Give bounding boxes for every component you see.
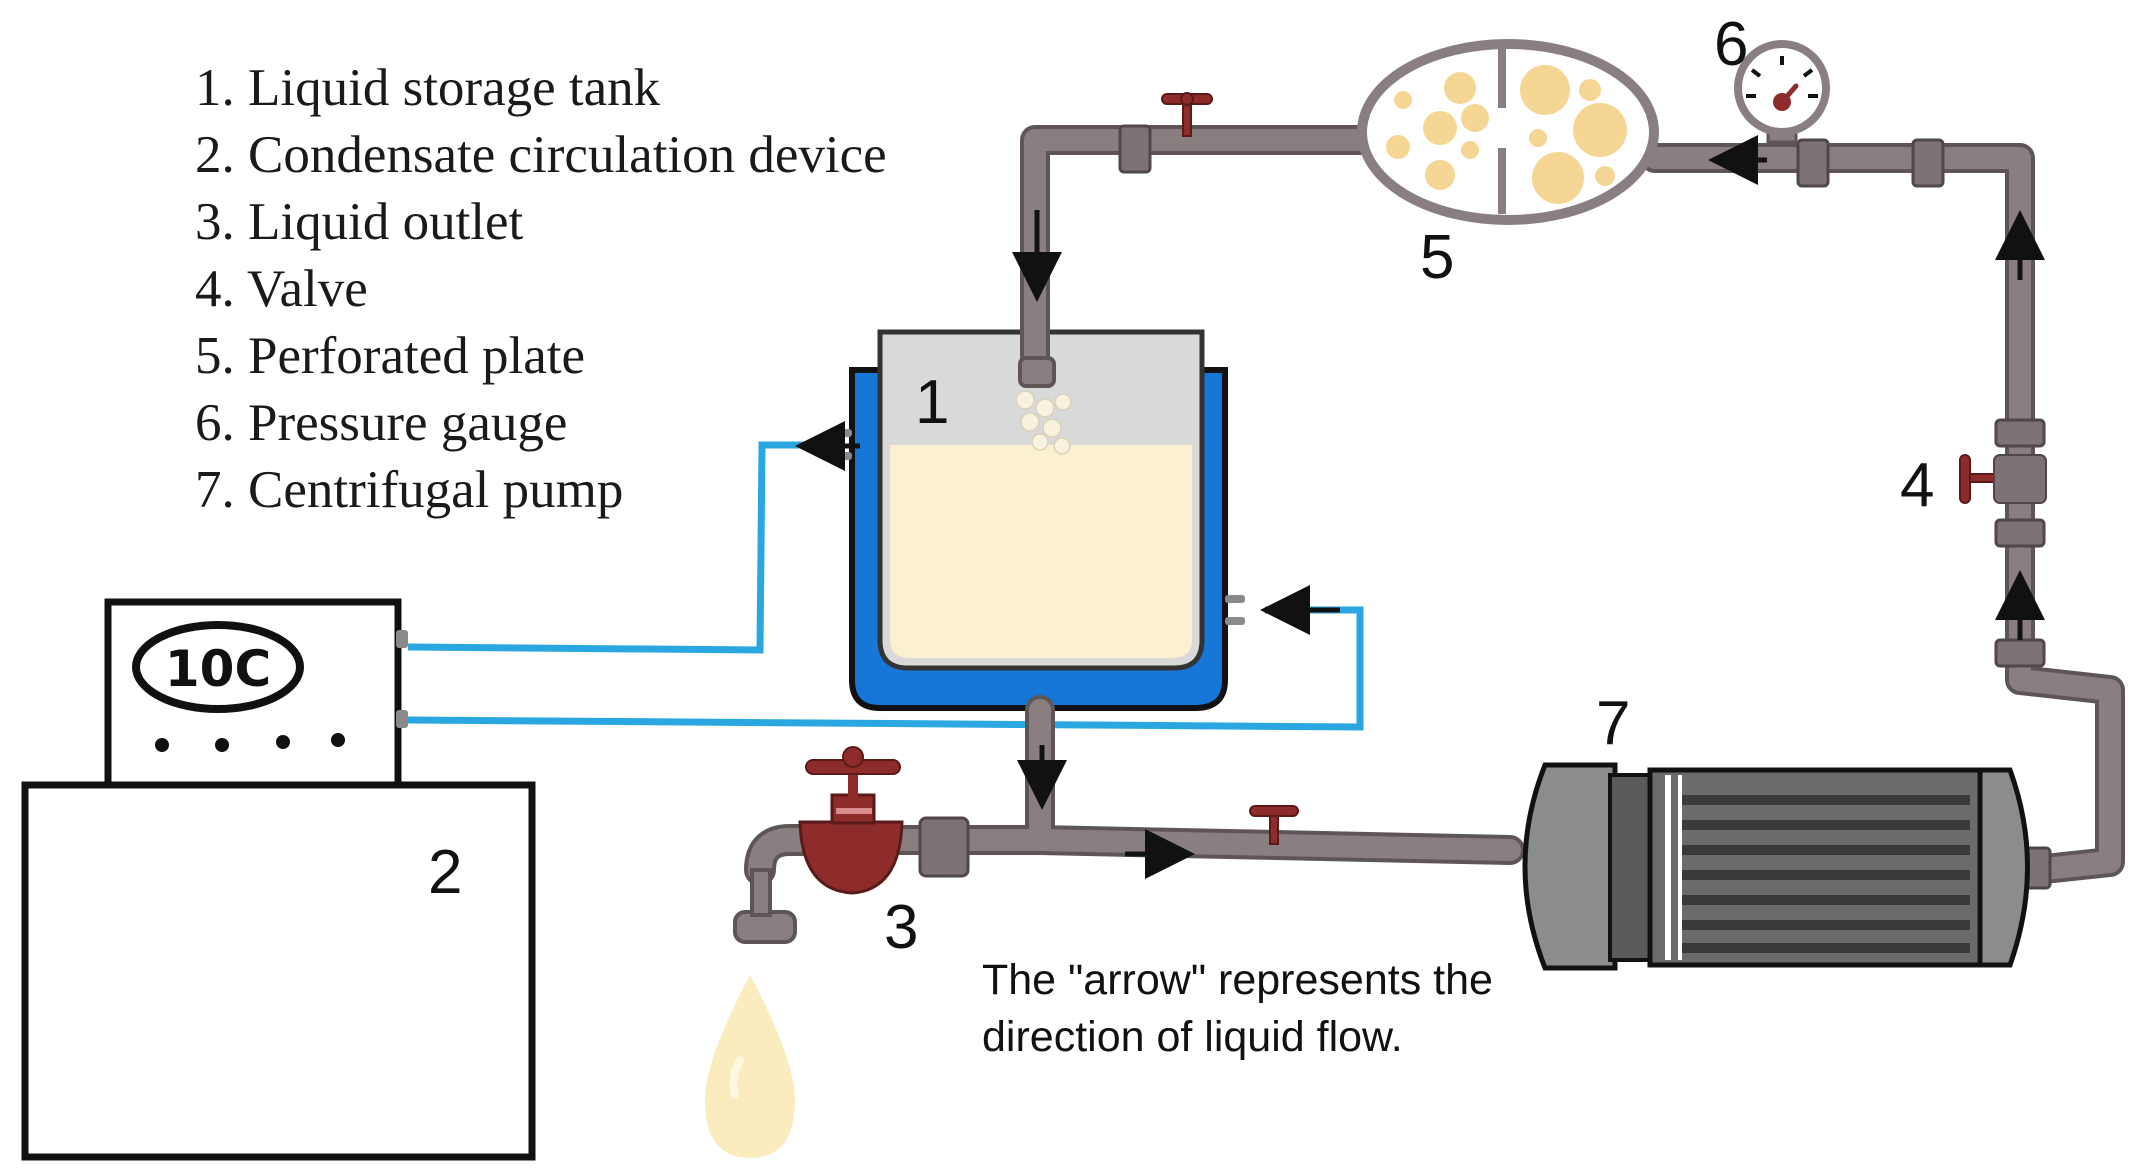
- device-base: [21, 781, 536, 1161]
- legend: 1. Liquid storage tank 2. Condensate cir…: [195, 55, 887, 524]
- valve-handle-icon: [1249, 805, 1299, 845]
- control-knob: [215, 738, 229, 752]
- legend-item-2: 2. Condensate circulation device: [195, 126, 887, 184]
- legend-item-6: 6. Pressure gauge: [195, 394, 568, 452]
- droplet-icon: [705, 975, 795, 1158]
- tank-liquid: [890, 445, 1192, 658]
- perforated-plate: [1357, 39, 1659, 225]
- centrifugal-pump: [1522, 762, 2030, 971]
- label-liquid-outlet: 3: [884, 893, 919, 962]
- inlet-nozzle: [1018, 356, 1056, 388]
- temperature-display: [132, 621, 304, 713]
- outlet-spout: [748, 828, 832, 882]
- liquid-outlet-valve: [798, 746, 904, 895]
- spray-droplets: [1015, 390, 1072, 455]
- legend-item-3: 3. Liquid outlet: [195, 193, 524, 251]
- pressure-gauge-icon: [1734, 40, 1830, 144]
- valve-handle-icon: [1161, 92, 1213, 137]
- control-knob: [276, 735, 290, 749]
- label-centrifugal-pump: 7: [1596, 689, 1631, 758]
- coolant-port: [396, 630, 408, 648]
- label-tank: 1: [915, 368, 950, 437]
- outlet-pipe-stub: [750, 868, 772, 917]
- flow-arrow-icon: [795, 135, 2045, 879]
- legend-item-5: 5. Perforated plate: [195, 327, 585, 385]
- jacket-port: [1225, 617, 1245, 625]
- control-knob: [155, 738, 169, 752]
- legend-item-7: 7. Centrifugal pump: [195, 461, 624, 519]
- flow-direction-note: The "arrow" represents the direction of …: [982, 956, 1493, 1061]
- control-knob: [331, 733, 345, 747]
- temperature-readout: 10C: [165, 640, 271, 698]
- legend-item-4: 4. Valve: [195, 260, 368, 318]
- pump-cooling-fins: [1680, 795, 1970, 953]
- pipe-couplings: [918, 124, 2052, 890]
- plate-holes: [1386, 65, 1627, 204]
- label-pressure-gauge: 6: [1714, 10, 1749, 79]
- label-valve: 4: [1900, 451, 1935, 520]
- valve-handle-icon: [1959, 454, 2047, 504]
- label-perforated-plate: 5: [1420, 223, 1455, 292]
- jacket-port: [1225, 595, 1245, 603]
- legend-item-1: 1. Liquid storage tank: [195, 59, 661, 117]
- liquid-storage-tank: [832, 329, 1245, 711]
- label-condensate-device: 2: [428, 838, 463, 907]
- condensate-circulation-device: 10C: [21, 598, 536, 1161]
- coolant-port: [396, 710, 408, 728]
